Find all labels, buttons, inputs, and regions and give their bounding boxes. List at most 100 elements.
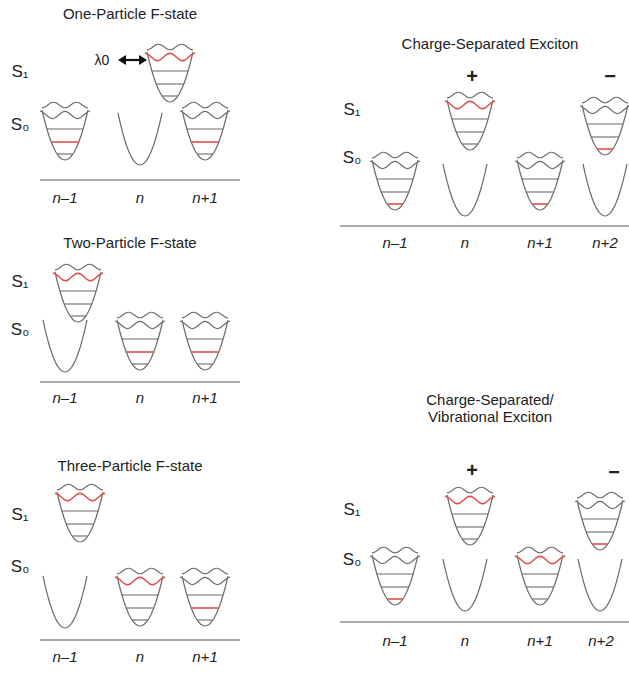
- vibronic-well: [445, 487, 495, 545]
- state-label: S₀: [11, 557, 29, 577]
- vibronic-well: [53, 264, 103, 322]
- state-label: S₀: [11, 320, 29, 340]
- panel-title: Three-Particle F-state: [57, 457, 202, 474]
- vibronic-well: [370, 547, 420, 605]
- vibrational-level: [582, 518, 618, 519]
- bare-well: [43, 576, 87, 628]
- vibrational-level: [456, 131, 484, 132]
- vibrational-level: [445, 496, 495, 504]
- vibrational-level: [582, 97, 628, 103]
- vibronic-well: [370, 152, 420, 210]
- charge-sign: −: [604, 65, 616, 88]
- state-label: S₀: [343, 148, 361, 168]
- site-label: n+2: [588, 632, 613, 649]
- vibrational-level: [187, 128, 223, 129]
- site-label: n: [136, 389, 144, 406]
- vibrational-level: [447, 92, 493, 98]
- vibrational-level: [147, 44, 193, 50]
- vibronic-well: [40, 102, 90, 160]
- vibrational-level: [372, 152, 418, 158]
- potential-curve: [43, 576, 87, 628]
- vibrational-level: [526, 191, 554, 192]
- vibronic-well: [115, 568, 165, 626]
- vibrational-level: [70, 315, 86, 316]
- state-label: S₀: [343, 550, 361, 570]
- vibrational-level: [126, 351, 154, 353]
- site-label: n+2: [592, 234, 617, 251]
- vibrational-level: [187, 338, 223, 339]
- vibrational-level: [452, 118, 488, 119]
- site-axis: [340, 225, 629, 226]
- vibronic-well: [575, 492, 625, 550]
- vibrational-level: [515, 161, 565, 169]
- site-axis: [40, 179, 240, 180]
- vibrational-level: [522, 178, 558, 179]
- vibrational-level: [191, 141, 219, 143]
- vibrational-level: [72, 535, 88, 536]
- panel-title: Two-Particle F-state: [63, 234, 196, 251]
- vibrational-level: [66, 523, 94, 524]
- site-label: n–1: [52, 389, 77, 406]
- vibrational-level: [182, 312, 228, 318]
- vibrational-level: [115, 577, 165, 585]
- vibrational-level: [522, 573, 558, 574]
- vibrational-level: [180, 111, 230, 119]
- vibronic-well: [180, 102, 230, 160]
- site-label: n–1: [52, 648, 77, 665]
- vibrational-level: [180, 321, 230, 329]
- vibrational-level: [462, 538, 478, 539]
- vibrational-level: [197, 153, 213, 154]
- state-label: S₁: [343, 500, 360, 520]
- potential-curve: [578, 559, 622, 611]
- state-label: S₁: [11, 505, 28, 525]
- bare-well: [583, 164, 627, 216]
- vibrational-level: [57, 484, 103, 490]
- vibronic-well: [180, 568, 230, 626]
- vibrational-level: [180, 577, 230, 585]
- vibrational-level: [132, 619, 148, 620]
- site-label: n: [461, 234, 469, 251]
- vibrational-level: [377, 573, 413, 574]
- site-axis: [340, 621, 629, 622]
- vibrational-level: [517, 547, 563, 553]
- state-label: S₁: [343, 100, 360, 120]
- vibrational-level: [370, 556, 420, 564]
- vibrational-level: [381, 191, 409, 192]
- vibrational-level: [42, 102, 88, 108]
- vibrational-level: [452, 513, 488, 514]
- vibrational-level: [64, 303, 92, 304]
- panel-title: One-Particle F-state: [63, 5, 197, 22]
- vibrational-level: [191, 607, 219, 609]
- vibrational-level: [55, 493, 105, 501]
- panel-title: Charge-Separated Exciton: [402, 35, 579, 52]
- vibrational-level: [156, 83, 184, 84]
- vibrational-level: [62, 510, 98, 511]
- vibrational-level: [126, 607, 154, 608]
- site-label: n+1: [527, 632, 552, 649]
- site-label: n: [461, 632, 469, 649]
- vibrational-level: [51, 141, 79, 143]
- vibrational-level: [597, 148, 613, 150]
- vibrational-level: [122, 594, 158, 595]
- site-axis: [40, 639, 240, 640]
- vibrational-level: [117, 568, 163, 574]
- vibrational-level: [47, 128, 83, 129]
- vibrational-level: [182, 102, 228, 108]
- site-label: n+1: [527, 234, 552, 251]
- vibrational-level: [145, 53, 195, 61]
- site-label: n: [136, 189, 144, 206]
- site-label: n: [136, 648, 144, 665]
- arrow-head: [118, 55, 126, 65]
- vibrational-level: [591, 136, 619, 137]
- vibrational-level: [387, 203, 403, 205]
- vibrational-level: [456, 526, 484, 527]
- site-label: n+1: [192, 389, 217, 406]
- vibrational-level: [197, 619, 213, 620]
- site-axis: [40, 381, 240, 382]
- potential-curve: [443, 559, 487, 611]
- vibrational-level: [197, 363, 213, 364]
- panel-title: Charge-Separated/ Vibrational Exciton: [395, 391, 585, 426]
- vibrational-level: [53, 273, 103, 281]
